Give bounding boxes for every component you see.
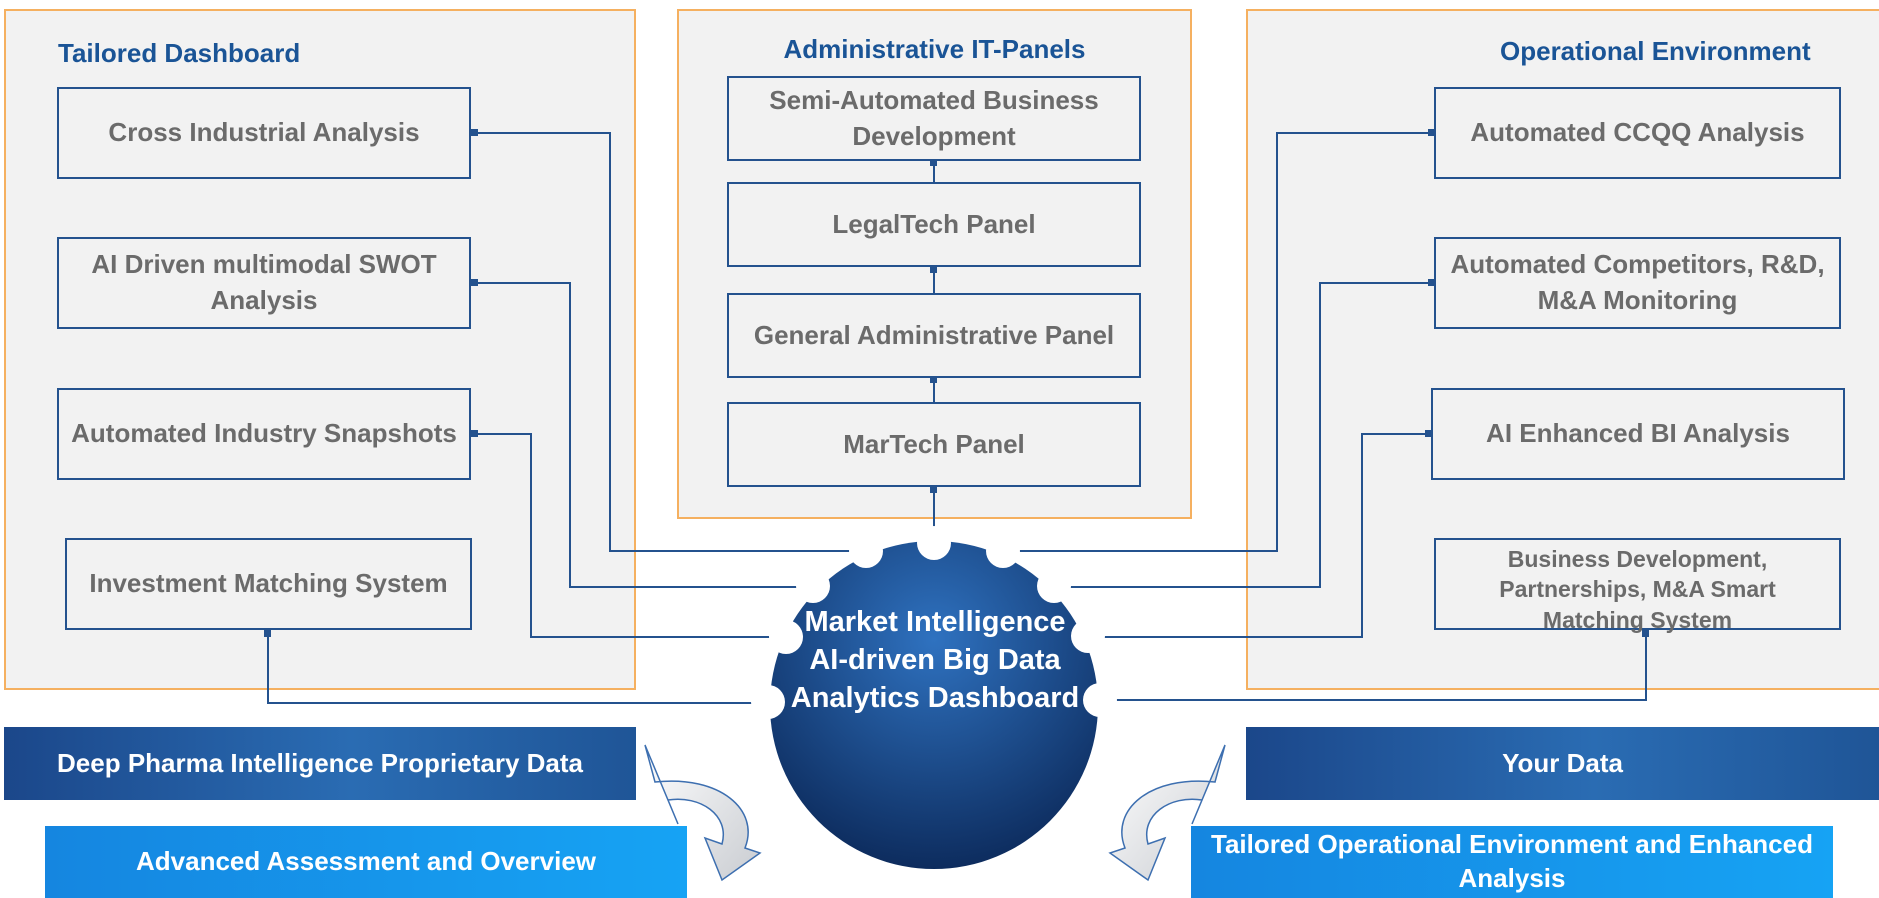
- operational-environment-title: Operational Environment: [1500, 36, 1811, 66]
- hub-node-8: [751, 685, 785, 719]
- connector-swot: [473, 282, 818, 588]
- connector-snapshots: [473, 433, 788, 638]
- cross-industrial-analysis-box: Cross Industrial Analysis: [57, 87, 471, 179]
- hub-node-3: [986, 534, 1020, 568]
- martech-panel-box: MarTech Panel: [727, 402, 1141, 487]
- hub-node-4: [796, 569, 830, 603]
- proprietary-data-banner: Deep Pharma Intelligence Proprietary Dat…: [4, 727, 636, 800]
- hub-node-2: [849, 534, 883, 568]
- hub-node-9: [1083, 683, 1117, 717]
- endpoint-bi: [1425, 430, 1432, 437]
- endpoint-swot: [471, 279, 478, 286]
- investment-matching-system-box: Investment Matching System: [65, 538, 472, 630]
- right-curved-arrow: [1108, 744, 1226, 882]
- endpoint-ccqq: [1428, 129, 1435, 136]
- automated-ccqq-analysis-box: Automated CCQQ Analysis: [1434, 87, 1841, 179]
- connector-bi: [1088, 433, 1429, 638]
- business-development-matching-box: Business Development, Partnerships, M&A …: [1434, 538, 1841, 633]
- tailored-operational-environment-banner: Tailored Operational Environment and Enh…: [1191, 826, 1833, 898]
- automated-industry-snapshots-box: Automated Industry Snapshots: [57, 388, 471, 480]
- connector-lines: [267, 132, 1647, 704]
- left-curved-arrow: [644, 744, 762, 882]
- endpoint-business-development: [1642, 630, 1649, 637]
- admin-it-panels-title: Administrative IT-Panels: [783, 34, 1086, 64]
- endpoint-competitors: [1428, 279, 1435, 286]
- hub-circle: [770, 541, 1098, 869]
- semi-automated-business-development-box: Semi-Automated Business Development: [727, 76, 1141, 161]
- endpoint-martech: [930, 486, 937, 493]
- general-administrative-panel-box: General Administrative Panel: [727, 293, 1141, 378]
- automated-competitors-monitoring-box: Automated Competitors, R&D, M&A Monitori…: [1434, 237, 1841, 329]
- advanced-assessment-banner: Advanced Assessment and Overview: [45, 826, 687, 898]
- connector-investment: [267, 632, 768, 704]
- connector-endpoints: [264, 129, 1649, 637]
- hub-node-5: [1037, 569, 1071, 603]
- endpoint-semi-automated: [930, 159, 937, 166]
- ai-swot-analysis-box: AI Driven multimodal SWOT Analysis: [57, 237, 471, 329]
- connector-business-development: [1100, 632, 1647, 701]
- your-data-banner: Your Data: [1246, 727, 1879, 800]
- endpoint-general-admin: [930, 376, 937, 383]
- ai-enhanced-bi-analysis-box: AI Enhanced BI Analysis: [1431, 388, 1845, 480]
- connector-cross-industrial: [473, 132, 870, 552]
- endpoint-investment: [264, 630, 271, 637]
- tailored-dashboard-title: Tailored Dashboard: [58, 38, 301, 68]
- endpoint-snapshots: [471, 430, 478, 437]
- endpoint-legaltech: [930, 266, 937, 273]
- hub-label: Market Intelligence AI-driven Big Data A…: [790, 606, 1080, 714]
- hub-node-7: [1071, 619, 1105, 653]
- hub-nodes: [751, 526, 1117, 719]
- endpoint-cross-industrial: [471, 129, 478, 136]
- hub-node-6: [769, 620, 803, 654]
- connector-competitors: [1053, 282, 1432, 588]
- hub-node-1: [917, 526, 951, 560]
- connector-ccqq: [1003, 132, 1432, 552]
